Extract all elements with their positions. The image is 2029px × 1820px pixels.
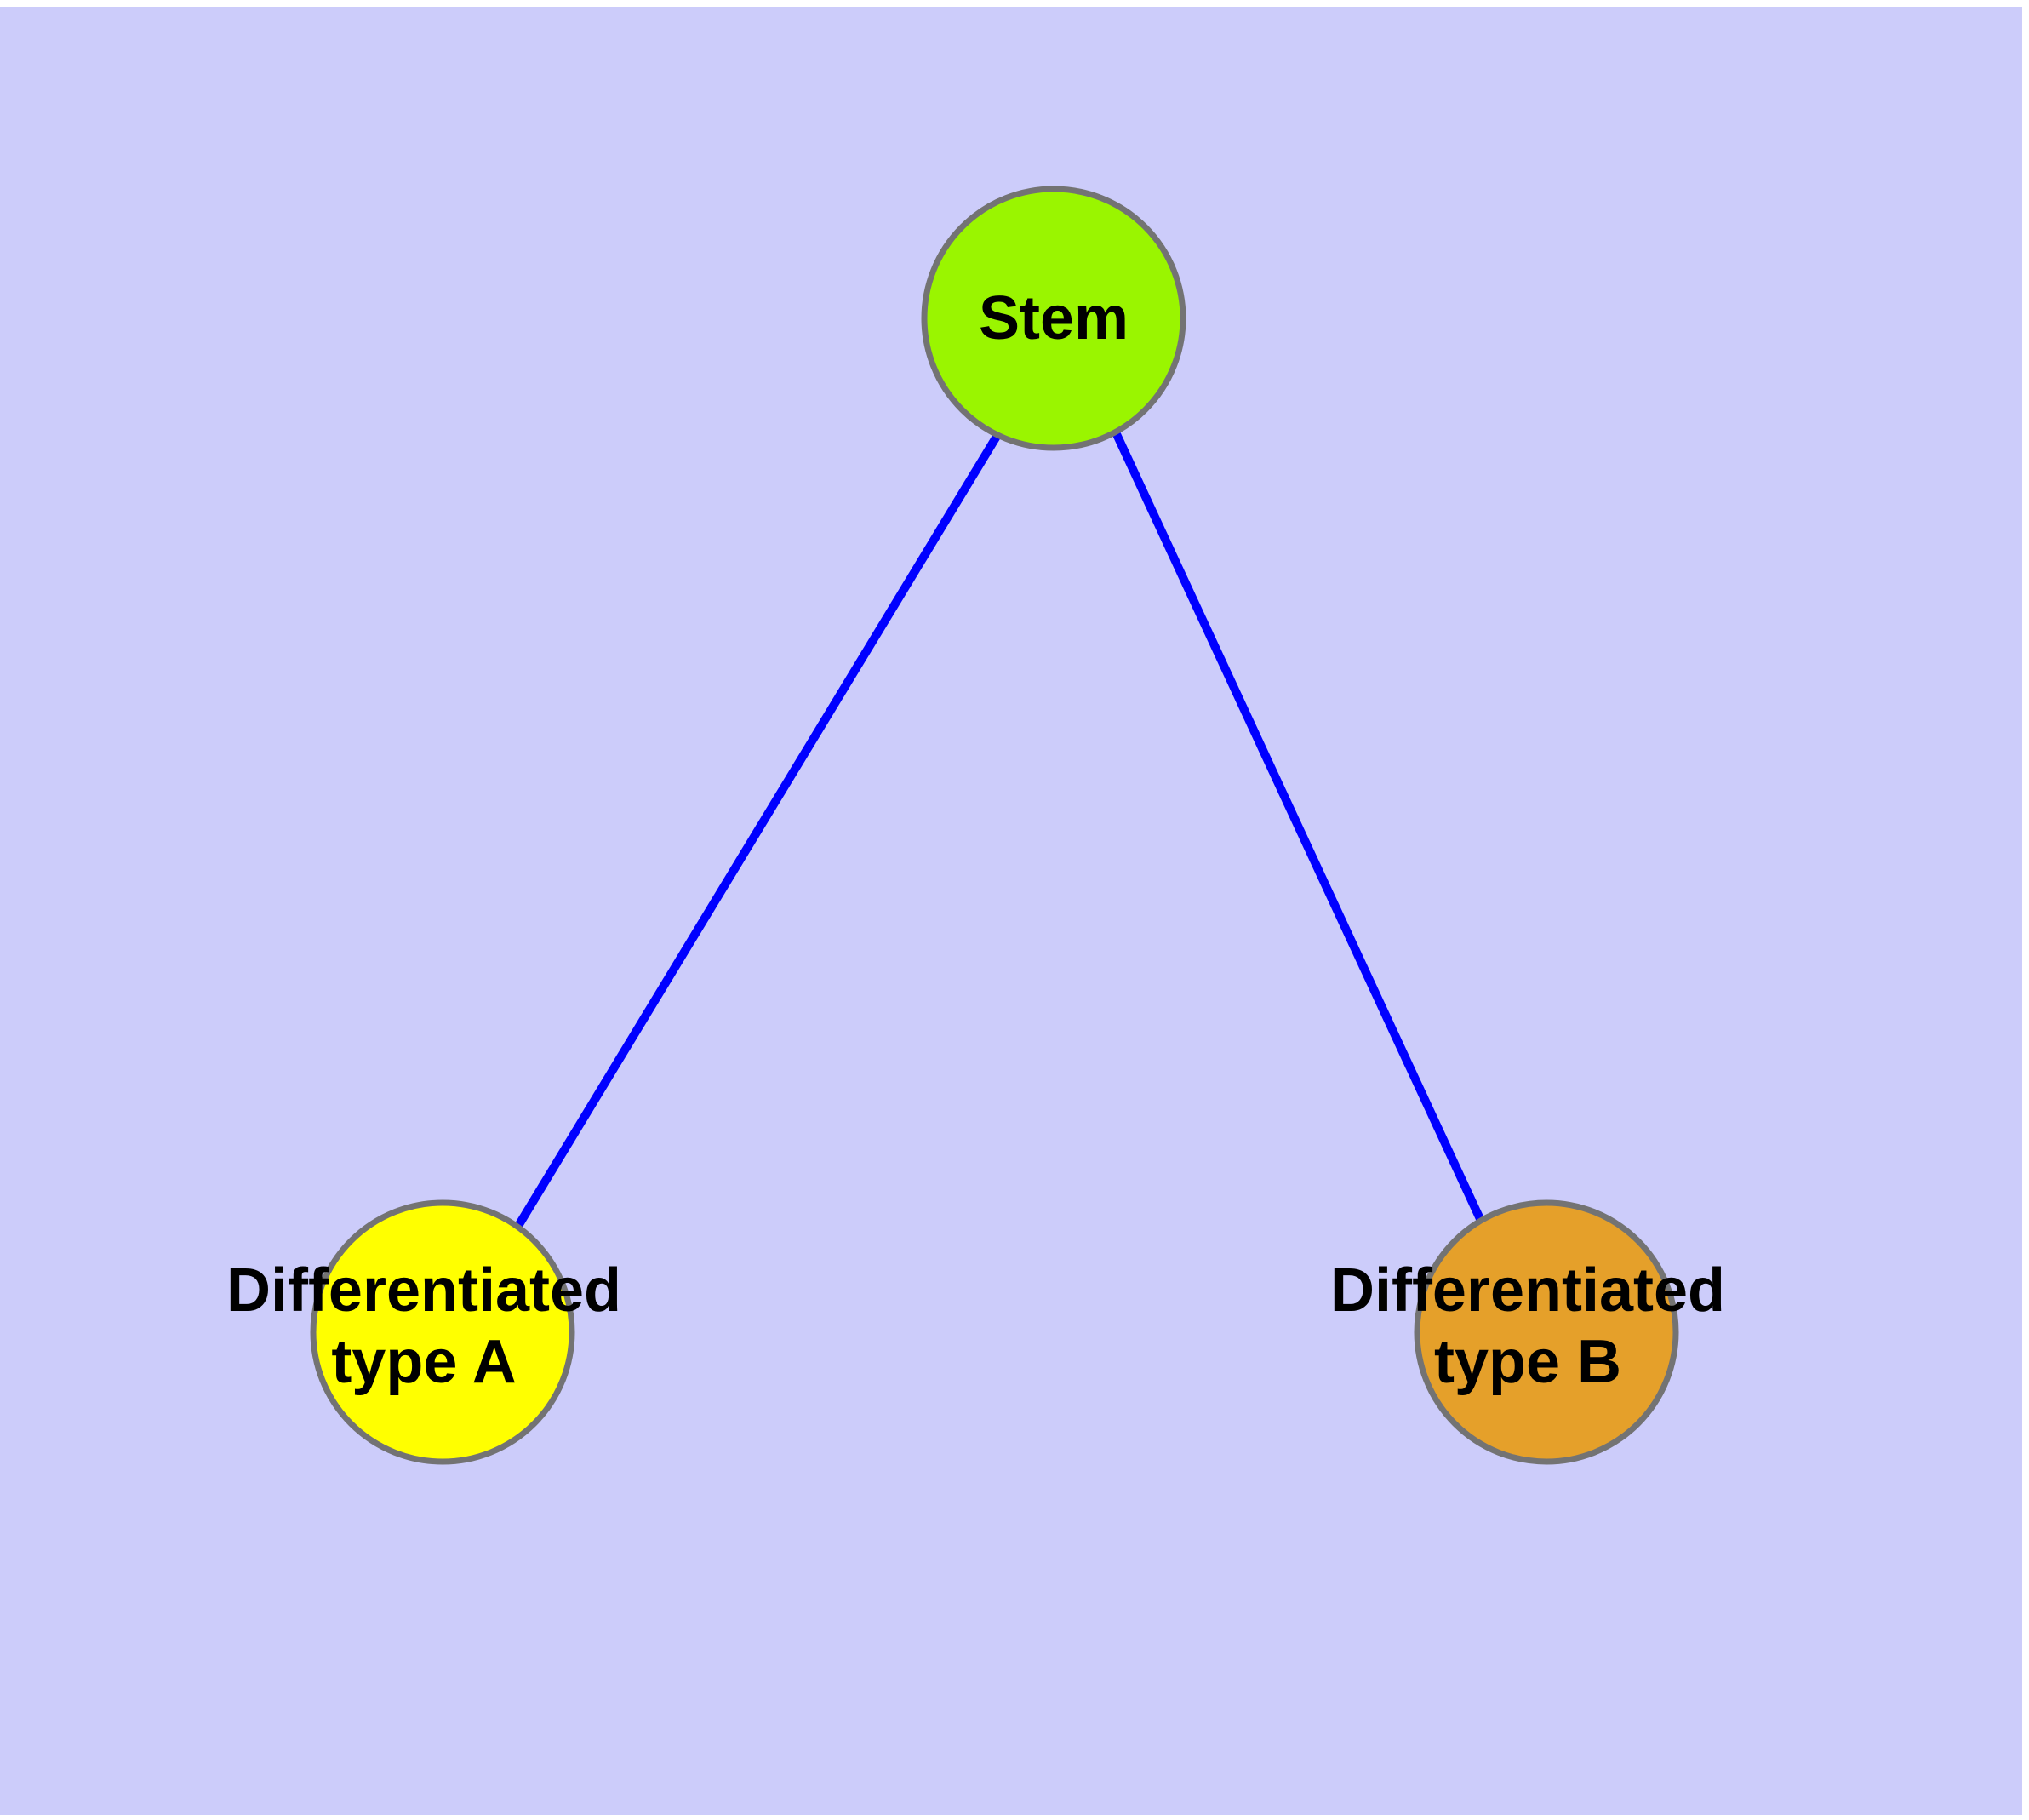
- node-circle-differentiated-type-a[interactable]: [310, 1199, 575, 1465]
- node-circle-stem[interactable]: [921, 186, 1186, 451]
- edge-stem-to-differentiated-type-a[interactable]: [514, 432, 1002, 1228]
- edges-group: [514, 430, 1485, 1228]
- edge-stem-to-differentiated-type-b[interactable]: [1112, 430, 1485, 1223]
- node-circle-differentiated-type-b[interactable]: [1414, 1199, 1679, 1465]
- nodes-group: [310, 186, 1679, 1465]
